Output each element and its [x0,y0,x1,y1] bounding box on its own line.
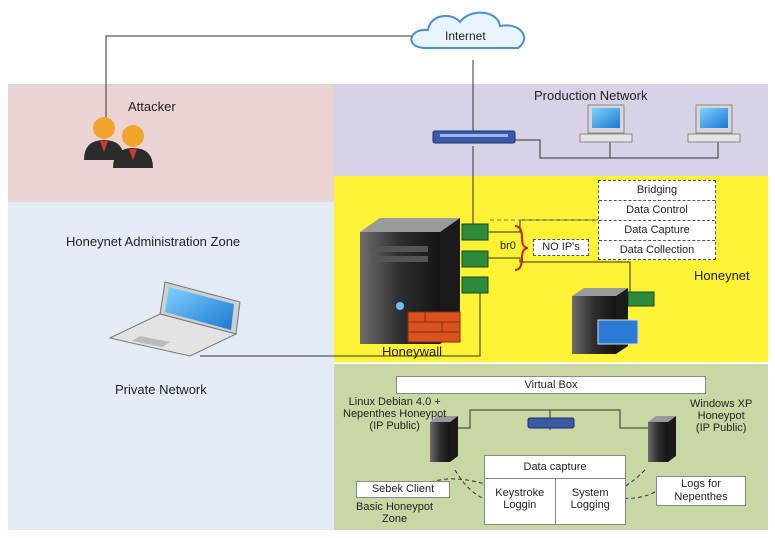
honeywall-server-icon [360,218,461,344]
data-capture-label: Data capture [485,456,625,479]
private-network-label: Private Network [115,382,207,397]
honeynet-server-icon [572,288,639,354]
internet-label: Internet [445,29,486,43]
sebek-client-box: Sebek Client [356,481,450,498]
virtualbox-switch-icon [527,417,575,429]
linux-debian-label: Linux Debian 4.0 + Nepenthes Honeypot (I… [343,396,447,432]
logs-for-nepenthes-box: Logs for Nepenthes [656,476,746,506]
no-ips-label: NO IP's [542,241,580,253]
attacker-zone [8,84,334,202]
virtual-box-bar: Virtual Box [396,376,706,394]
data-capture-rows: Keystroke Loggin System Logging [485,479,625,525]
internet-cloud-icon [410,11,525,49]
br0-label: br0 [500,240,516,252]
windows-honeypot-server-icon [648,416,676,462]
admin-laptop-icon [108,281,241,357]
keystroke-cell: Keystroke Loggin [485,479,556,525]
attacker-icon [84,117,153,168]
basic-honeypot-zone-label: Basic Honeypot Zone [356,501,434,525]
data-capture-box: Data capture Keystroke Loggin System Log… [484,455,626,525]
function-bridging: Bridging [599,181,715,201]
honeynet-label: Honeynet [694,268,750,283]
production-desktop-icon [579,104,633,143]
sebek-client-label: Sebek Client [371,483,435,495]
linux-honeypot-server-icon [430,416,458,462]
nic-card-icon [461,223,655,307]
honeynet-admin-zone-label: Honeynet Administration Zone [66,234,241,249]
system-logging-cell: System Logging [570,487,610,511]
no-ips-box: NO IP's [533,239,589,256]
windows-xp-label: Windows XP Honeypot (IP Public) [690,398,753,434]
attacker-label: Attacker [128,99,176,114]
function-data-collection: Data Collection [619,244,695,256]
function-data-capture: Data Capture [599,221,715,241]
honeynet-admin-zone [8,202,334,530]
production-switch-icon [432,130,516,144]
virtual-box-label: Virtual Box [524,379,578,391]
honeywall-functions-box: Bridging Data Control Data Capture Data … [598,180,716,260]
function-data-control: Data Control [599,201,715,221]
production-network-label: Production Network [534,88,648,103]
honeywall-label: Honeywall [382,344,442,359]
production-desktop-icon [687,104,741,143]
